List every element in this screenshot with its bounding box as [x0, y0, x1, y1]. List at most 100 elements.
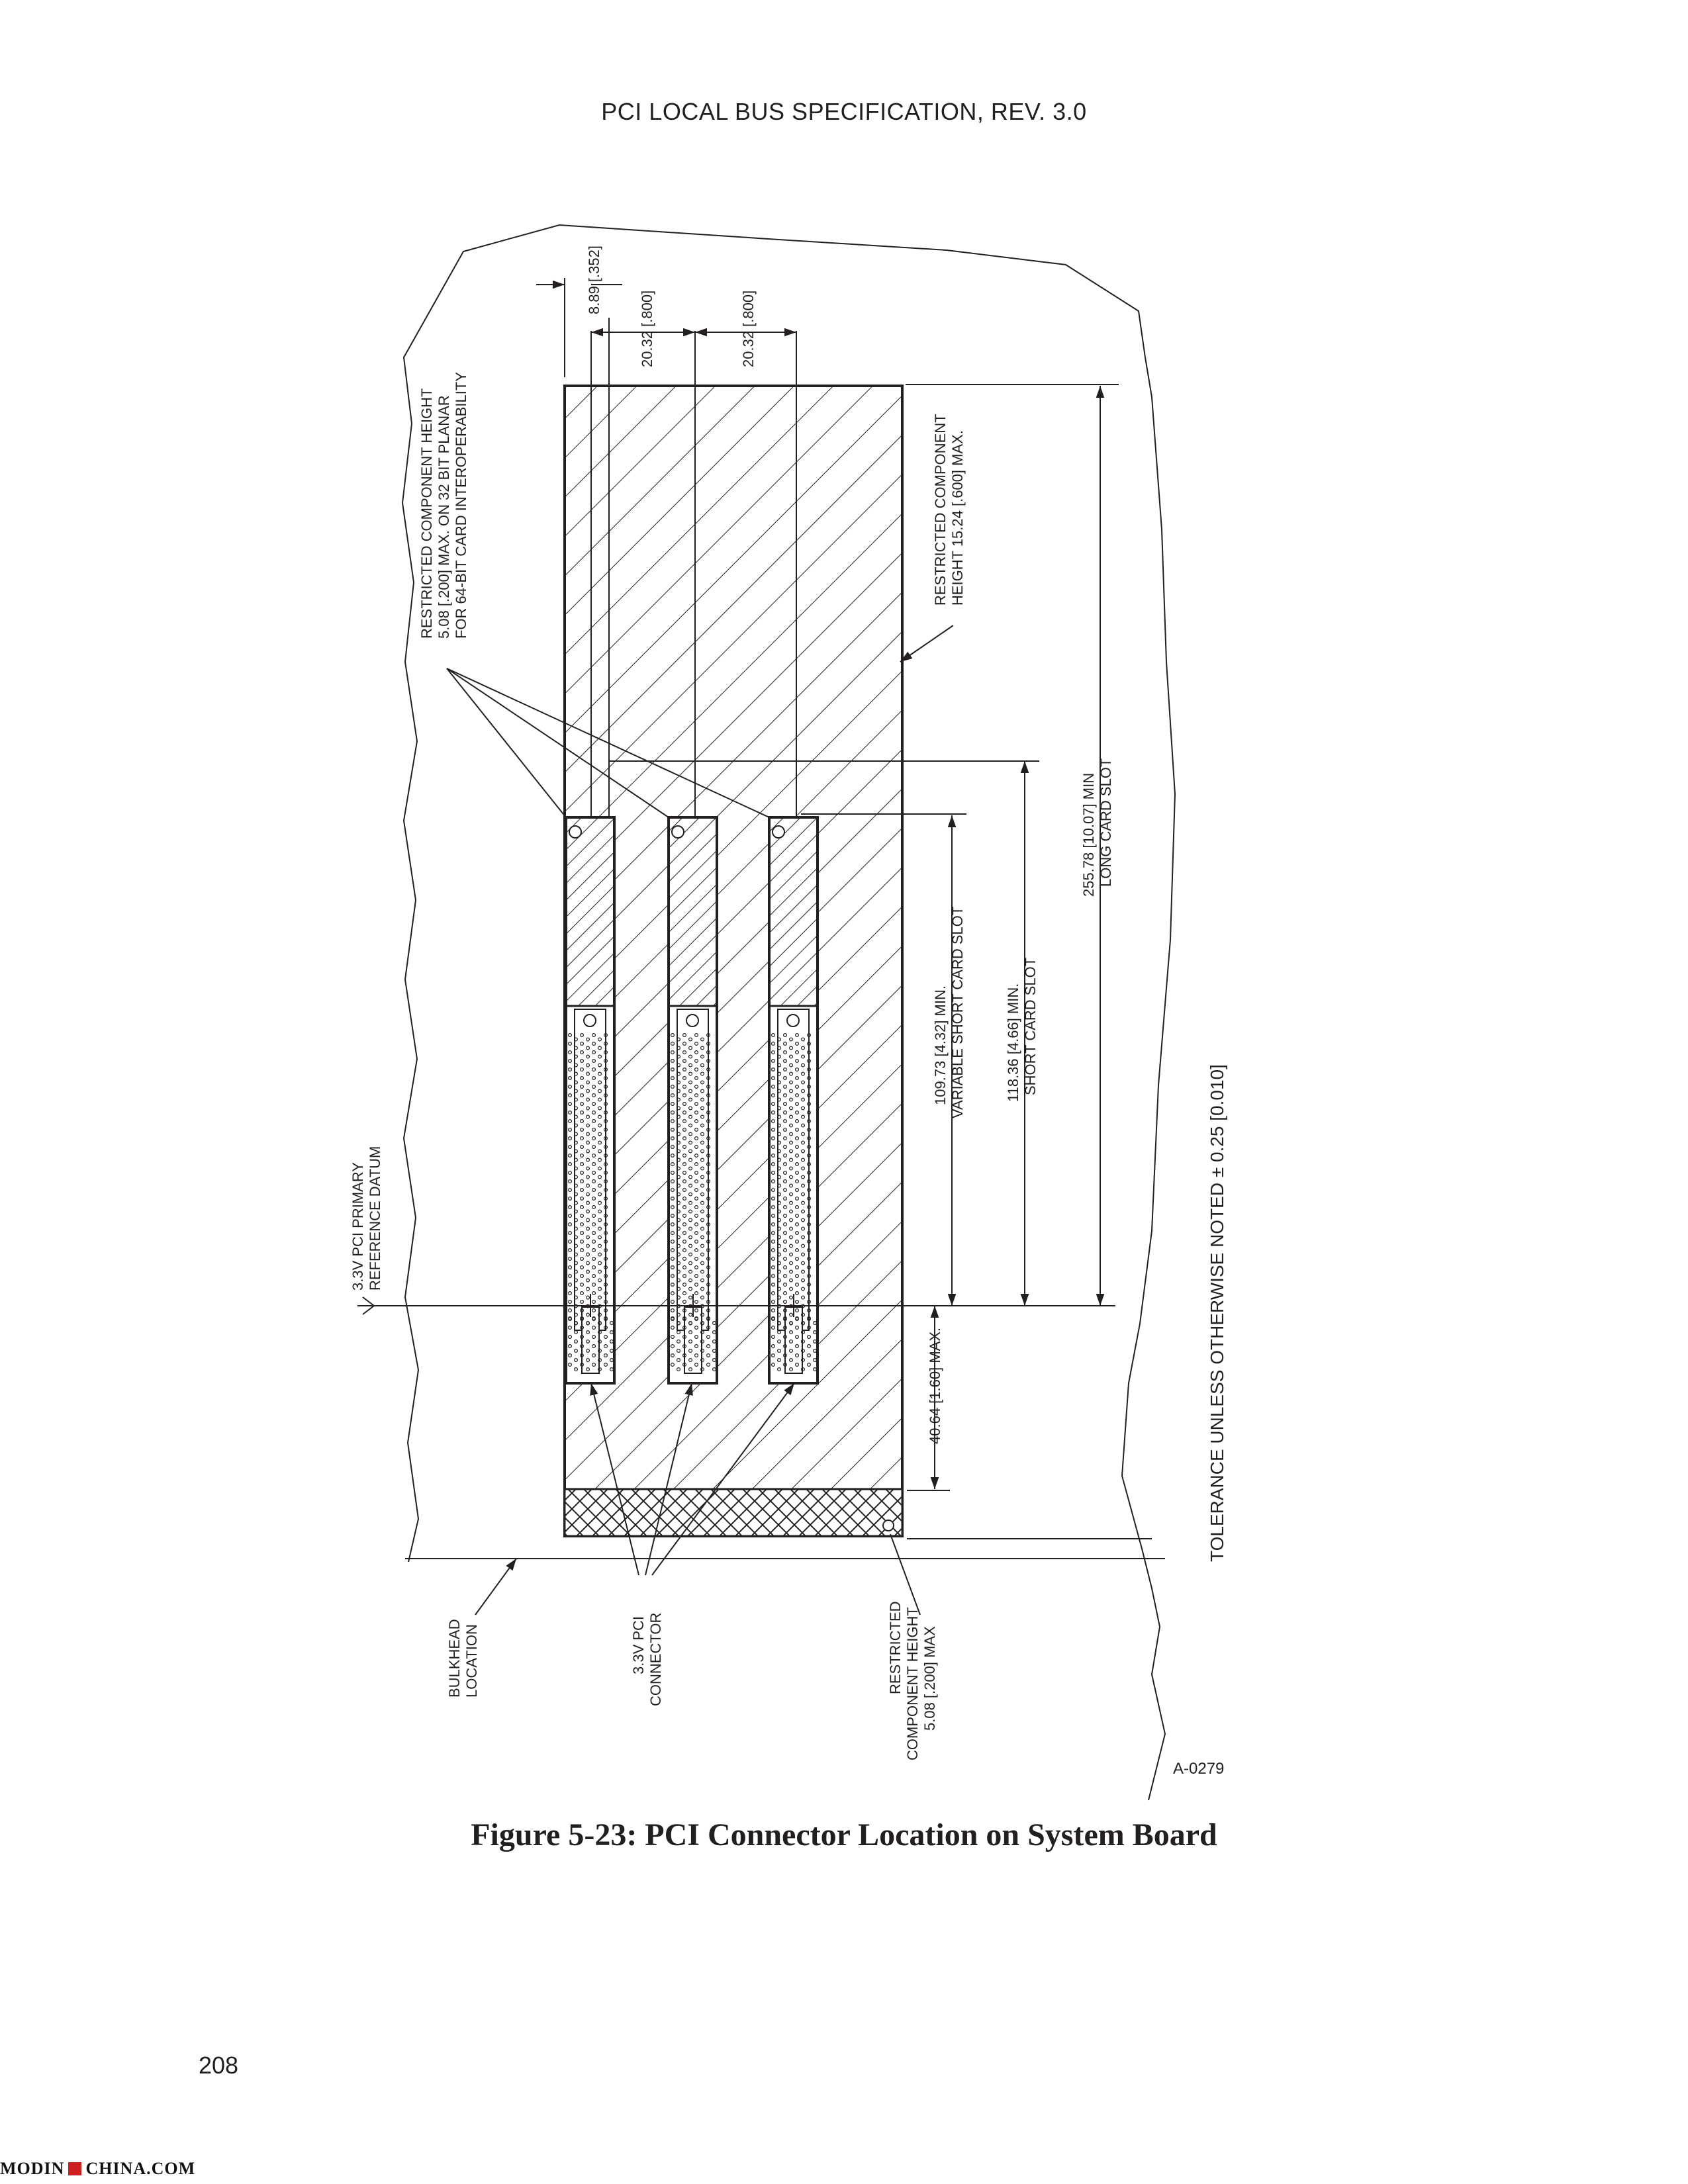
connector-pin [688, 1097, 692, 1102]
connector-pin [806, 1084, 811, 1089]
connector-pin [694, 1273, 698, 1278]
connector-pin [579, 1136, 584, 1140]
connector-pin [670, 1110, 675, 1115]
connector-pin [682, 1136, 686, 1140]
connector-pin [603, 1170, 608, 1175]
connector-pin [597, 1226, 602, 1231]
connector-pin [794, 1127, 799, 1132]
connector-pin [573, 1183, 578, 1188]
connector-pin [771, 1118, 775, 1123]
connector-pin [585, 1261, 590, 1265]
connector-pin [706, 1343, 710, 1348]
svg-text:RESTRICTED COMPONENT: RESTRICTED COMPONENT [932, 414, 949, 606]
connector-pin [573, 1106, 578, 1111]
connector-pin [682, 1050, 686, 1054]
connector-pin [682, 1239, 686, 1244]
connector-pin [788, 1175, 793, 1179]
connector-pin [782, 1299, 787, 1304]
connector-pin [771, 1127, 775, 1132]
connector-pin [603, 1273, 608, 1278]
connector-pin [694, 1179, 698, 1183]
connector-pin [591, 1153, 596, 1158]
connector-pin [806, 1299, 811, 1304]
connector-pin [806, 1050, 811, 1054]
connector-pin [794, 1093, 799, 1097]
connector-pin [694, 1187, 698, 1192]
connector-pin [573, 1269, 578, 1274]
connector-pin [788, 1115, 793, 1119]
dim-top-offset: 8.89 [.352] [586, 246, 602, 314]
connector-pin [700, 1071, 704, 1076]
connector-pin [706, 1118, 710, 1123]
connector-pin [591, 1265, 596, 1269]
connector-pin [585, 1192, 590, 1197]
connector-pin [591, 1316, 596, 1320]
connector-pin [782, 1273, 787, 1278]
connector-pin [567, 1308, 572, 1312]
watermark-logo-icon [68, 2162, 82, 2175]
connector-pin [603, 1343, 608, 1348]
connector-pin [579, 1343, 584, 1348]
connector-pin [700, 1209, 704, 1214]
connector-pin [771, 1187, 775, 1192]
connector-pin [591, 1032, 596, 1037]
connector-pin [567, 1153, 572, 1158]
connector-pin [597, 1218, 602, 1222]
connector-pin [806, 1093, 811, 1097]
connector-pin [794, 1282, 799, 1287]
connector-pin [597, 1320, 602, 1325]
connector-pin [682, 1256, 686, 1261]
connector-pin [591, 1127, 596, 1132]
connector-pin [771, 1334, 775, 1339]
connector-pin [597, 1158, 602, 1162]
connector-pin [694, 1084, 698, 1089]
connector-pin [585, 1201, 590, 1205]
connector-pin [771, 1067, 775, 1071]
connector-pin [694, 1363, 698, 1367]
connector-pin [682, 1353, 686, 1357]
connector-pin [700, 1261, 704, 1265]
connector-pin [597, 1244, 602, 1248]
connector-pin [788, 1278, 793, 1283]
connector-pin [682, 1144, 686, 1149]
connector-pin [591, 1187, 596, 1192]
connector-pin [676, 1175, 680, 1179]
connector-pin [682, 1058, 686, 1063]
connector-pin [670, 1161, 675, 1166]
connector-pin [794, 1101, 799, 1106]
connector-pin [579, 1179, 584, 1183]
connector-pin [694, 1248, 698, 1252]
connector-pin [567, 1041, 572, 1046]
connector-pin [771, 1256, 775, 1261]
connector-pin [700, 1218, 704, 1222]
connector-key-hole [772, 825, 785, 839]
connector-pin [579, 1222, 584, 1226]
connector-pin [682, 1179, 686, 1183]
connector-pin [603, 1230, 608, 1235]
connector-pin [579, 1256, 584, 1261]
connector-pin [579, 1196, 584, 1201]
connector-pin [776, 1175, 781, 1179]
connector-pin [573, 1123, 578, 1128]
connector-pin [782, 1101, 787, 1106]
connector-pin [579, 1093, 584, 1097]
connector-pin [688, 1106, 692, 1111]
connector-pin [706, 1325, 710, 1330]
connector-pin [788, 1261, 793, 1265]
connector-pin [782, 1205, 787, 1209]
connector-pin [670, 1118, 675, 1123]
connector-pin [609, 1367, 614, 1372]
connector-pin [794, 1050, 799, 1054]
connector-pin [771, 1041, 775, 1046]
connector-pin [573, 1330, 578, 1334]
connector-pin [776, 1097, 781, 1102]
connector-pin [812, 1339, 817, 1343]
connector-pin [597, 1097, 602, 1102]
connector-pin [700, 1089, 704, 1093]
connector-pin [591, 1222, 596, 1226]
connector-pin [670, 1291, 675, 1295]
connector-pin [682, 1041, 686, 1046]
connector-pin [700, 1063, 704, 1068]
connector-pin [706, 1273, 710, 1278]
connector-pin [700, 1054, 704, 1059]
